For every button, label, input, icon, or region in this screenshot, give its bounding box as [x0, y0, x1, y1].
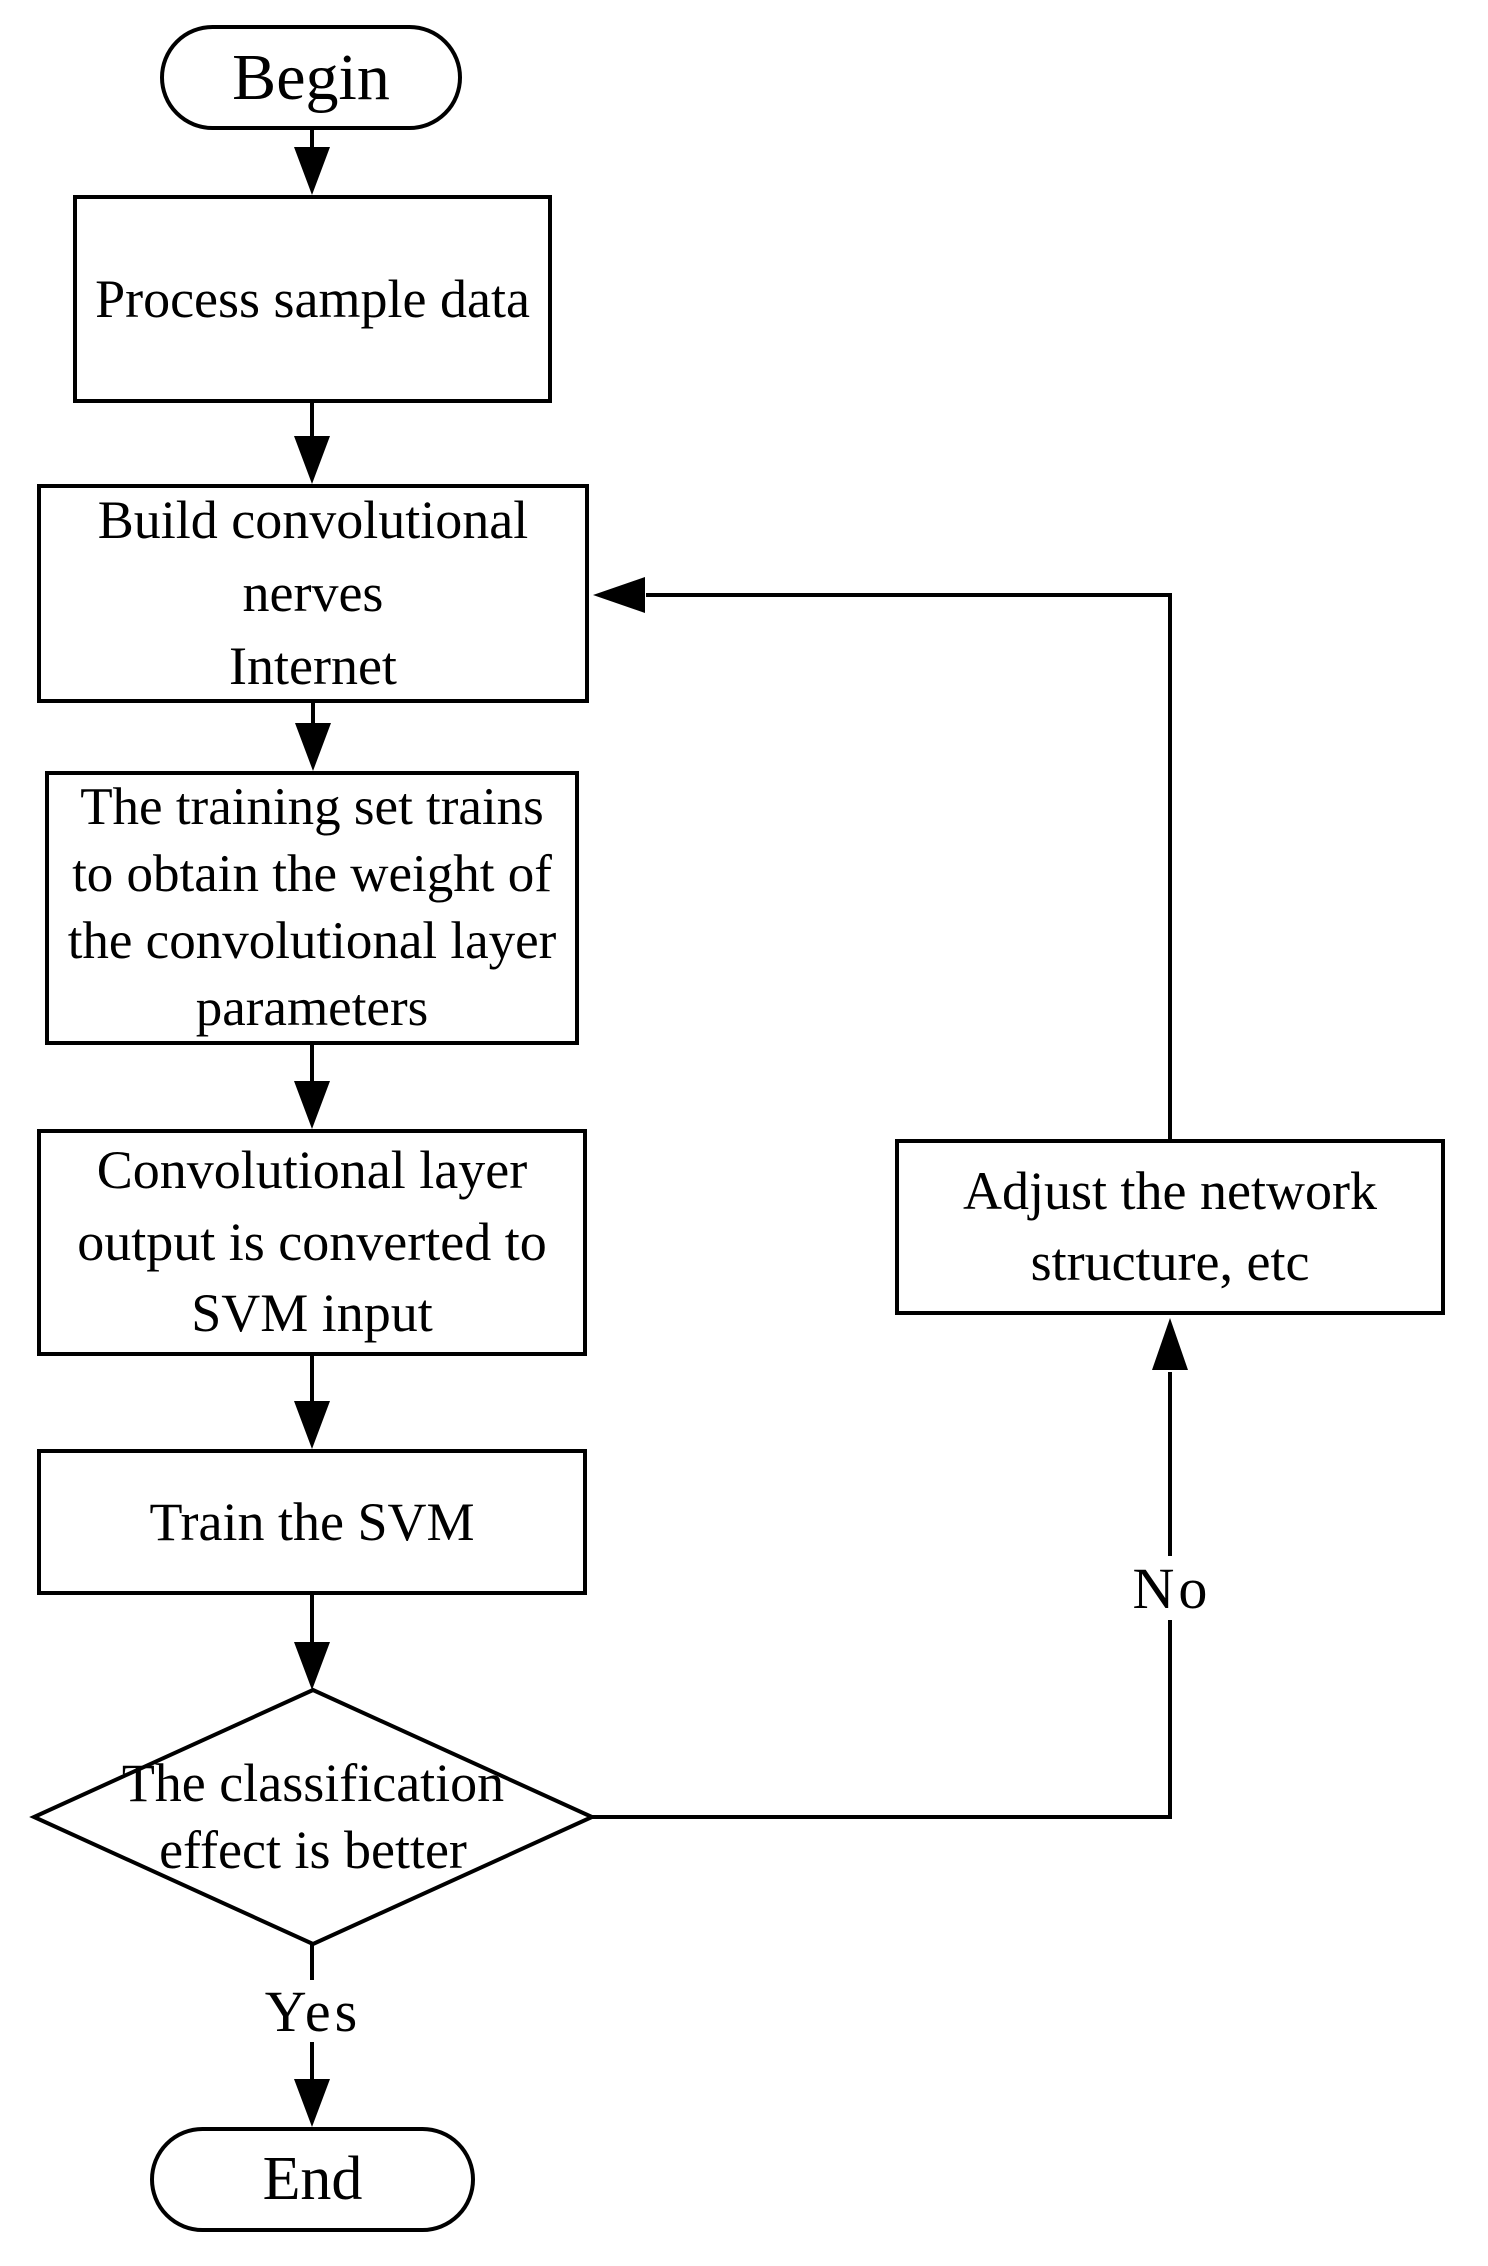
arrowhead-down-icon [294, 1081, 330, 1129]
arrowhead-down-icon [294, 436, 330, 484]
arrowhead-left-icon [593, 577, 645, 613]
convert-output-to-svm-input-node: Convolutional layer output is converted … [37, 1129, 587, 1356]
yes-edge-label: Yes [264, 1978, 362, 2044]
edge-adjust-to-build [646, 593, 1172, 1139]
arrowhead-down-icon [294, 1401, 330, 1449]
edge-decision-to-adjust [592, 1372, 1172, 1819]
build-convolutional-network-node: Build convolutional nerves Internet [37, 484, 589, 703]
classification-decision-label: The classification effect is better [121, 1752, 505, 1881]
adjust-network-structure-node: Adjust the network structure, etc [895, 1139, 1445, 1315]
arrowhead-down-icon [294, 147, 330, 195]
end-node: End [150, 2127, 475, 2232]
training-set-weights-node: The training set trains to obtain the we… [45, 771, 579, 1045]
no-edge-label: No [1108, 1556, 1236, 1621]
begin-node: Begin [160, 25, 462, 130]
train-svm-node: Train the SVM [37, 1449, 587, 1595]
process-sample-data-node: Process sample data [73, 195, 552, 403]
arrowhead-down-icon [294, 1642, 330, 1690]
arrowhead-down-icon [294, 2079, 330, 2127]
arrowhead-down-icon [295, 723, 331, 771]
arrowhead-up-icon [1152, 1318, 1188, 1370]
